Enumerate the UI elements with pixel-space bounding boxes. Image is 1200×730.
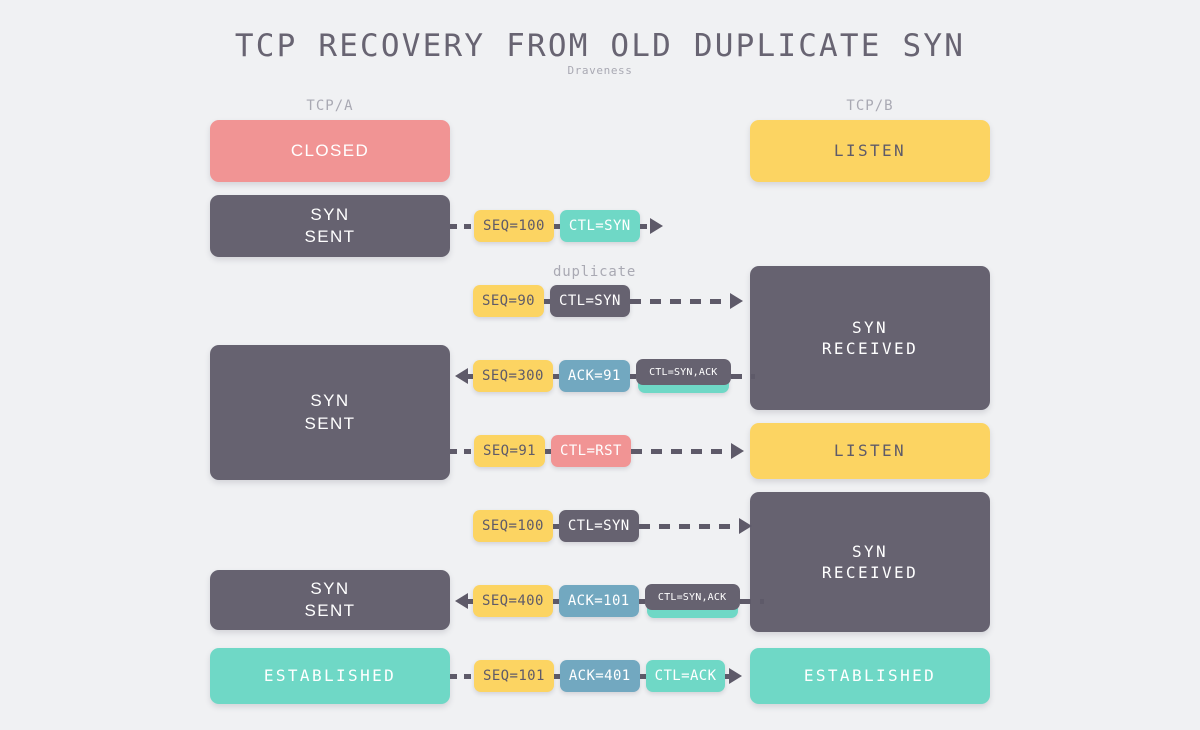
message-row-syn-100-retry: SEQ=100 CTL=SYN (473, 509, 752, 543)
pill-ctl-synack: CTL=SYN,ACK (635, 359, 731, 393)
connector-dash (730, 373, 755, 379)
column-header-tcp-a: TCP/A (306, 98, 354, 114)
connector-dash (552, 523, 559, 529)
connector-dash (638, 523, 739, 529)
message-row-syn-90-duplicate: SEQ=90 CTL=SYN (473, 284, 743, 318)
state-box-listen-1[interactable]: LISTEN (750, 120, 990, 182)
pill-ctl-synack: CTL=SYN,ACK (644, 584, 740, 618)
pill-ctl: CTL=ACK (645, 660, 726, 692)
annotation-duplicate: duplicate (553, 264, 637, 280)
connector-dash (543, 298, 550, 304)
connector-dash (544, 448, 551, 454)
pill-ack: ACK=401 (559, 660, 640, 692)
connector-dash (629, 373, 636, 379)
connector-dash (468, 373, 473, 379)
connector-dash (450, 673, 474, 679)
state-box-closed[interactable]: CLOSED (210, 120, 450, 182)
connector-dash (629, 298, 730, 304)
connector-dash (450, 223, 474, 229)
message-row-syn-100-lost: SEQ=100 CTL=SYN (450, 209, 663, 243)
state-label: LISTEN (833, 141, 907, 161)
pill-seq: SEQ=91 (474, 435, 545, 467)
state-box-established-a[interactable]: ESTABLISHED (210, 648, 450, 704)
connector-dash (450, 448, 474, 454)
page-title: TCP RECOVERY FROM OLD DUPLICATE SYN (234, 28, 966, 64)
connector-dash (468, 598, 473, 604)
arrow-left-icon (455, 593, 468, 609)
pill-seq: SEQ=100 (473, 510, 553, 542)
message-row-rst-91: SEQ=91 CTL=RST (450, 434, 744, 468)
state-label: LISTEN (833, 441, 907, 461)
arrow-left-icon (455, 368, 468, 384)
connector-dash (725, 673, 730, 679)
arrow-right-icon (729, 293, 743, 309)
connector-dash (639, 673, 646, 679)
connector-dash (552, 373, 559, 379)
pill-seq: SEQ=100 (474, 210, 554, 242)
pill-ctl: CTL=RST (550, 435, 631, 467)
message-row-synack-400-101: SEQ=400 ACK=101 CTL=SYN,ACK (455, 584, 764, 618)
message-row-ack-101-401: SEQ=101 ACK=401 CTL=ACK (450, 659, 743, 693)
connector-dash (552, 598, 559, 604)
state-label: CLOSED (290, 140, 370, 160)
arrow-right-icon (729, 668, 743, 684)
connector-dash (739, 598, 764, 604)
pill-ctl: CTL=SYN (558, 510, 639, 542)
pill-ctl: CTL=SYN,ACK (635, 359, 731, 385)
state-box-established-b[interactable]: ESTABLISHED (750, 648, 990, 704)
connector-dash (639, 223, 650, 229)
arrow-right-icon (738, 518, 752, 534)
pill-seq: SEQ=101 (474, 660, 554, 692)
page-subtitle: Draveness (567, 64, 633, 77)
state-label: ESTABLISHED (803, 666, 937, 686)
connector-dash (553, 223, 560, 229)
pill-ctl: CTL=SYN (559, 210, 640, 242)
pill-ctl: CTL=SYN,ACK (644, 584, 740, 610)
column-header-tcp-b: TCP/B (846, 98, 894, 114)
message-row-synack-300-91: SEQ=300 ACK=91 CTL=SYN,ACK (455, 359, 755, 393)
pill-seq: SEQ=90 (473, 285, 544, 317)
connector-dash (638, 598, 645, 604)
connector-dash (630, 448, 731, 454)
pill-ack: ACK=91 (558, 360, 630, 392)
pill-ctl: CTL=SYN (549, 285, 630, 317)
arrow-right-icon (649, 218, 663, 234)
pill-seq: SEQ=400 (473, 585, 553, 617)
connector-dash (553, 673, 560, 679)
pill-ack: ACK=101 (558, 585, 639, 617)
pill-seq: SEQ=300 (473, 360, 553, 392)
state-label: ESTABLISHED (263, 666, 397, 686)
state-box-listen-2[interactable]: LISTEN (750, 423, 990, 479)
arrow-right-icon (730, 443, 744, 459)
